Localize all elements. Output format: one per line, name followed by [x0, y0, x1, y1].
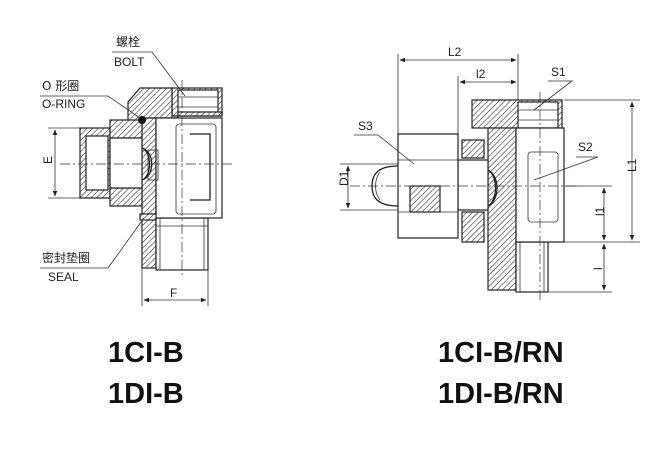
left-bolt-shank [141, 117, 157, 269]
s1-label: S1 [551, 65, 566, 79]
dim-l2-small: l2 [457, 67, 517, 134]
dim-l2: L2 [397, 45, 519, 134]
dim-d1: D1 [337, 163, 398, 211]
right-threaded-stud [515, 241, 549, 293]
right-bolt-shank [487, 127, 517, 291]
oring-en-label: O-RING [42, 97, 85, 111]
callout-o-ring: O 形圈 O-RING [40, 79, 141, 119]
dim-l2-label: L2 [448, 45, 462, 59]
s3-label: S3 [358, 119, 373, 133]
right-bolt-head [471, 99, 563, 129]
left-banjo-body [155, 117, 223, 219]
dim-l1-small-label: l1 [593, 206, 607, 216]
dim-l2-small-label: l2 [476, 67, 486, 81]
callout-seal: 密封垫圈 SEAL [40, 217, 145, 284]
dim-e-label: E [41, 156, 55, 164]
oring-cn-label: O 形圈 [42, 79, 79, 93]
left-fitting-drawing: E F 螺栓 BOLT O 形圈 O-RING 密封垫圈 SEAL [40, 34, 232, 306]
seal-washer [139, 213, 157, 221]
bolt-head [171, 87, 223, 117]
dim-l-label: l [591, 267, 605, 270]
seal-cn-label: 密封垫圈 [42, 250, 90, 265]
right-connector [457, 159, 489, 211]
dim-d1-label: D1 [337, 170, 351, 186]
callout-bolt: 螺栓 BOLT [112, 34, 186, 97]
right-fitting-drawing: L2 l2 S1 S2 S3 D1 [337, 45, 640, 300]
callout-s1: S1 [533, 65, 574, 111]
dim-f: F [141, 268, 209, 306]
left-model-1: 1CI-B [108, 337, 184, 369]
dim-l1-label: L1 [625, 158, 639, 172]
s2-label: S2 [578, 140, 593, 154]
dim-l1: L1 [564, 99, 640, 243]
callout-s3: S3 [354, 119, 415, 165]
bolt-en-label: BOLT [114, 55, 145, 69]
left-tube-nut [79, 119, 143, 207]
dim-l: l [548, 243, 612, 293]
bolt-cn-label: 螺栓 [116, 34, 140, 49]
dim-f-label: F [170, 286, 177, 300]
left-model-2: 1DI-B [108, 378, 184, 410]
dim-e: E [41, 127, 80, 199]
right-model-1: 1CI-B/RN [438, 337, 564, 369]
dim-l1-small: l1 [564, 185, 612, 241]
seal-en-label: SEAL [48, 270, 79, 284]
right-model-2: 1DI-B/RN [438, 378, 564, 410]
callout-s2: S2 [533, 140, 599, 181]
